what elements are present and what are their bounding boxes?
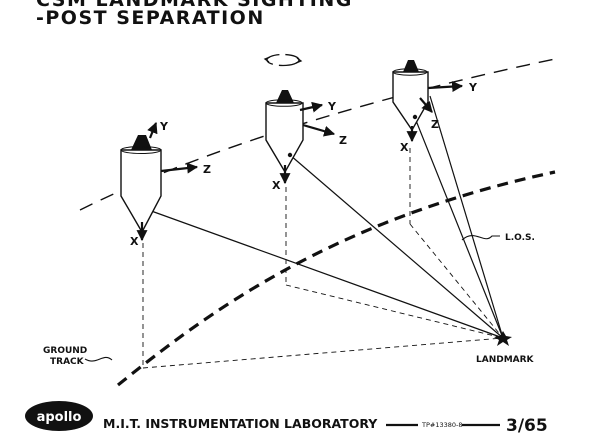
spacecraft-2-y-label: Y <box>327 100 337 113</box>
tp-number: TP#13380-8 <box>421 421 463 429</box>
spacecraft-3-body <box>392 71 429 132</box>
landmark-label: LANDMARK <box>476 355 535 365</box>
spacecraft-1-x-label: X <box>130 235 139 248</box>
los-label: L.O.S. <box>505 233 535 243</box>
title-line-2: -POST SEPARATION <box>36 7 265 29</box>
spacecraft-2-command-module <box>276 90 294 103</box>
rotation-arrows-icon <box>263 53 303 67</box>
title-line-1: CSM LANDMARK SIGHTING <box>36 0 353 11</box>
spacecraft-1-y-axis <box>147 121 158 139</box>
spacecraft-2-x-label: X <box>272 179 281 192</box>
lab-name: M.I.T. INSTRUMENTATION LABORATORY <box>103 416 378 431</box>
spacecraft-2-z-label: Z <box>339 134 347 147</box>
spacecraft-3-y-axis <box>427 81 464 93</box>
ground-track-label-line-1: GROUND <box>43 346 87 356</box>
spacecraft-3-z-label: Z <box>431 118 439 131</box>
figure-date: 3/65 <box>506 416 548 436</box>
spacecraft-3-z-axis <box>419 97 433 113</box>
spacecraft-3-command-module <box>403 60 419 72</box>
spacecraft-1-z-label: Z <box>203 163 211 176</box>
spacecraft-1-y-label: Y <box>159 120 169 133</box>
line-of-sight-rays <box>142 95 504 339</box>
los-leader <box>461 235 500 241</box>
spacecraft-2: Z Y X <box>265 90 347 192</box>
spacecraft-3-y-label: Y <box>468 81 478 94</box>
ground-projection-lines <box>142 148 504 369</box>
spacecraft-1-command-module <box>131 135 152 150</box>
landmark-star-icon <box>494 331 512 346</box>
spacecraft-1-body <box>120 149 162 234</box>
ground-track-leader <box>84 356 113 362</box>
apollo-logo: apollo <box>25 401 93 431</box>
ground-track <box>116 170 556 387</box>
ground-track-label-line-2: TRACK <box>50 357 85 367</box>
spacecraft-2-z-axis <box>302 123 336 137</box>
spacecraft-3-x-label: X <box>400 141 409 154</box>
spacecraft-3: Y Z X <box>392 60 478 154</box>
apollo-logo-text: apollo <box>37 410 82 425</box>
spacecraft-2-body <box>265 102 304 174</box>
spacecraft-2-y-axis <box>299 101 324 113</box>
spacecraft-1-z-axis <box>160 162 199 174</box>
spacecraft-1: Z Y X <box>120 120 211 248</box>
